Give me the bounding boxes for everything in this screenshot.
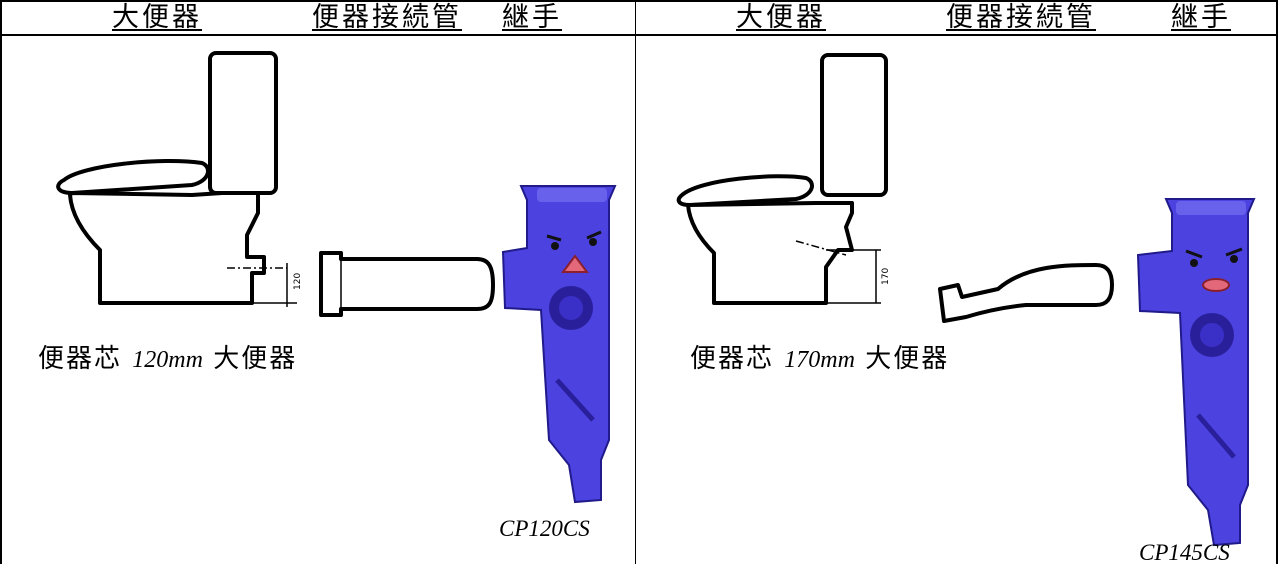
fitting-mascot-icon <box>1136 198 1256 547</box>
header-toilet: 大便器 <box>112 2 202 33</box>
caption-suffix: 大便器 <box>865 344 950 374</box>
model-label: CP120CS <box>499 516 590 541</box>
header-fitting: 継手 <box>1171 2 1231 33</box>
toilet-drawing-icon: 120 <box>56 51 303 307</box>
caption-right: 便器芯 170mm 大便器 <box>690 344 949 375</box>
header-pipe: 便器接続管 <box>946 2 1096 33</box>
caption-prefix: 便器芯 <box>38 344 123 374</box>
toilet-drawing-icon: 170 <box>676 53 891 305</box>
header-toilet: 大便器 <box>736 2 826 33</box>
dimension-label: 120 <box>293 273 303 290</box>
caption-prefix: 便器芯 <box>690 344 775 374</box>
caption-suffix: 大便器 <box>213 344 298 374</box>
panel-cp145: 大便器 便器接続管 継手 170 便器芯 170mm 大便器 CP145CS <box>636 0 1278 565</box>
header-pipe: 便器接続管 <box>312 2 462 33</box>
connector-pipe-icon <box>938 263 1114 323</box>
caption-left: 便器芯 120mm 大便器 <box>38 344 297 375</box>
caption-size: 170mm <box>784 347 855 373</box>
table-header: 大便器 便器接続管 継手 <box>2 0 635 36</box>
fitting-mascot-icon <box>501 185 617 504</box>
dimension-label: 170 <box>881 268 891 285</box>
table-header: 大便器 便器接続管 継手 <box>636 0 1276 36</box>
connector-pipe-icon <box>319 251 495 317</box>
header-fitting: 継手 <box>502 2 562 33</box>
panel-cp120: 大便器 便器接続管 継手 120 便器芯 120mm 大便器 CP120CS <box>0 0 636 564</box>
model-label: CP145CS <box>1139 540 1230 565</box>
caption-size: 120mm <box>132 347 203 373</box>
